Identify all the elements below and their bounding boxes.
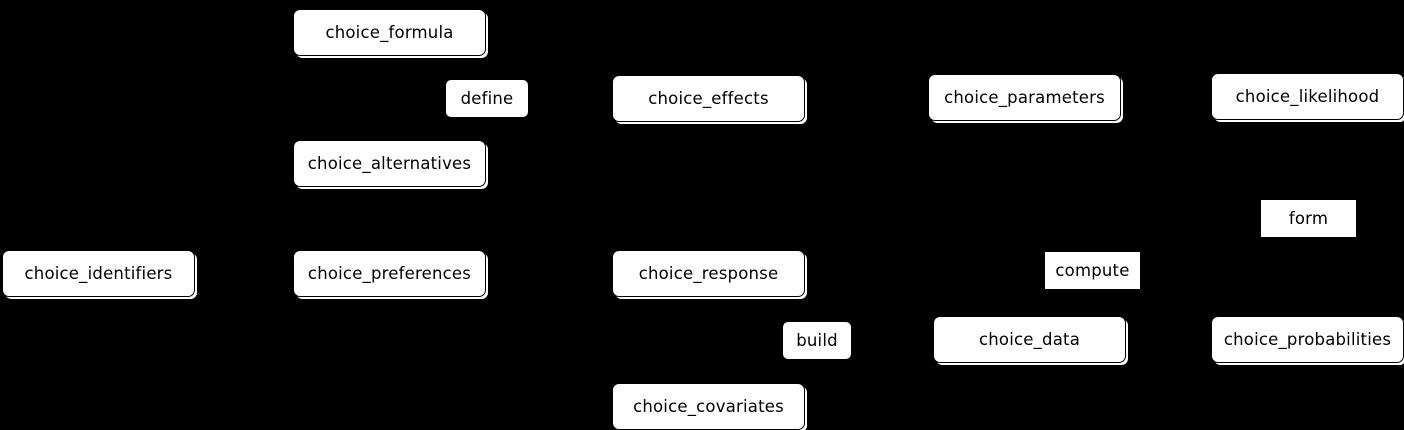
node-choice_preferences[interactable]: choice_preferences (293, 250, 486, 297)
node-label: choice_formula (325, 23, 454, 42)
edge-label-build: build (783, 322, 851, 359)
node-label: choice_alternatives (307, 154, 472, 173)
node-choice_formula[interactable]: choice_formula (293, 9, 486, 56)
edge-label-text: compute (1055, 261, 1130, 280)
edge-label-text: build (796, 331, 838, 350)
node-choice_covariates[interactable]: choice_covariates (612, 383, 805, 430)
node-label: choice_probabilities (1223, 330, 1392, 349)
node-label: choice_parameters (944, 88, 1105, 107)
node-choice_data[interactable]: choice_data (933, 316, 1126, 363)
edge-label-text: define (460, 89, 514, 108)
node-choice_response[interactable]: choice_response (612, 250, 805, 297)
node-choice_probabilities[interactable]: choice_probabilities (1211, 316, 1404, 363)
edge-label-compute: compute (1045, 252, 1140, 289)
node-choice_effects[interactable]: choice_effects (612, 75, 805, 122)
edge-label-form: form (1261, 200, 1356, 237)
node-label: choice_response (638, 264, 779, 283)
node-label: choice_identifiers (24, 264, 173, 283)
node-label: choice_likelihood (1235, 87, 1380, 106)
node-label: choice_preferences (307, 264, 472, 283)
node-choice_likelihood[interactable]: choice_likelihood (1211, 73, 1404, 120)
edge-label-text: form (1288, 209, 1329, 228)
node-choice_alternatives[interactable]: choice_alternatives (293, 140, 486, 187)
node-choice_parameters[interactable]: choice_parameters (928, 74, 1121, 121)
edge-label-define: define (446, 80, 528, 117)
node-label: choice_covariates (633, 397, 784, 416)
node-label: choice_effects (648, 89, 769, 108)
node-choice_identifiers[interactable]: choice_identifiers (2, 250, 195, 297)
node-label: choice_data (978, 330, 1081, 349)
